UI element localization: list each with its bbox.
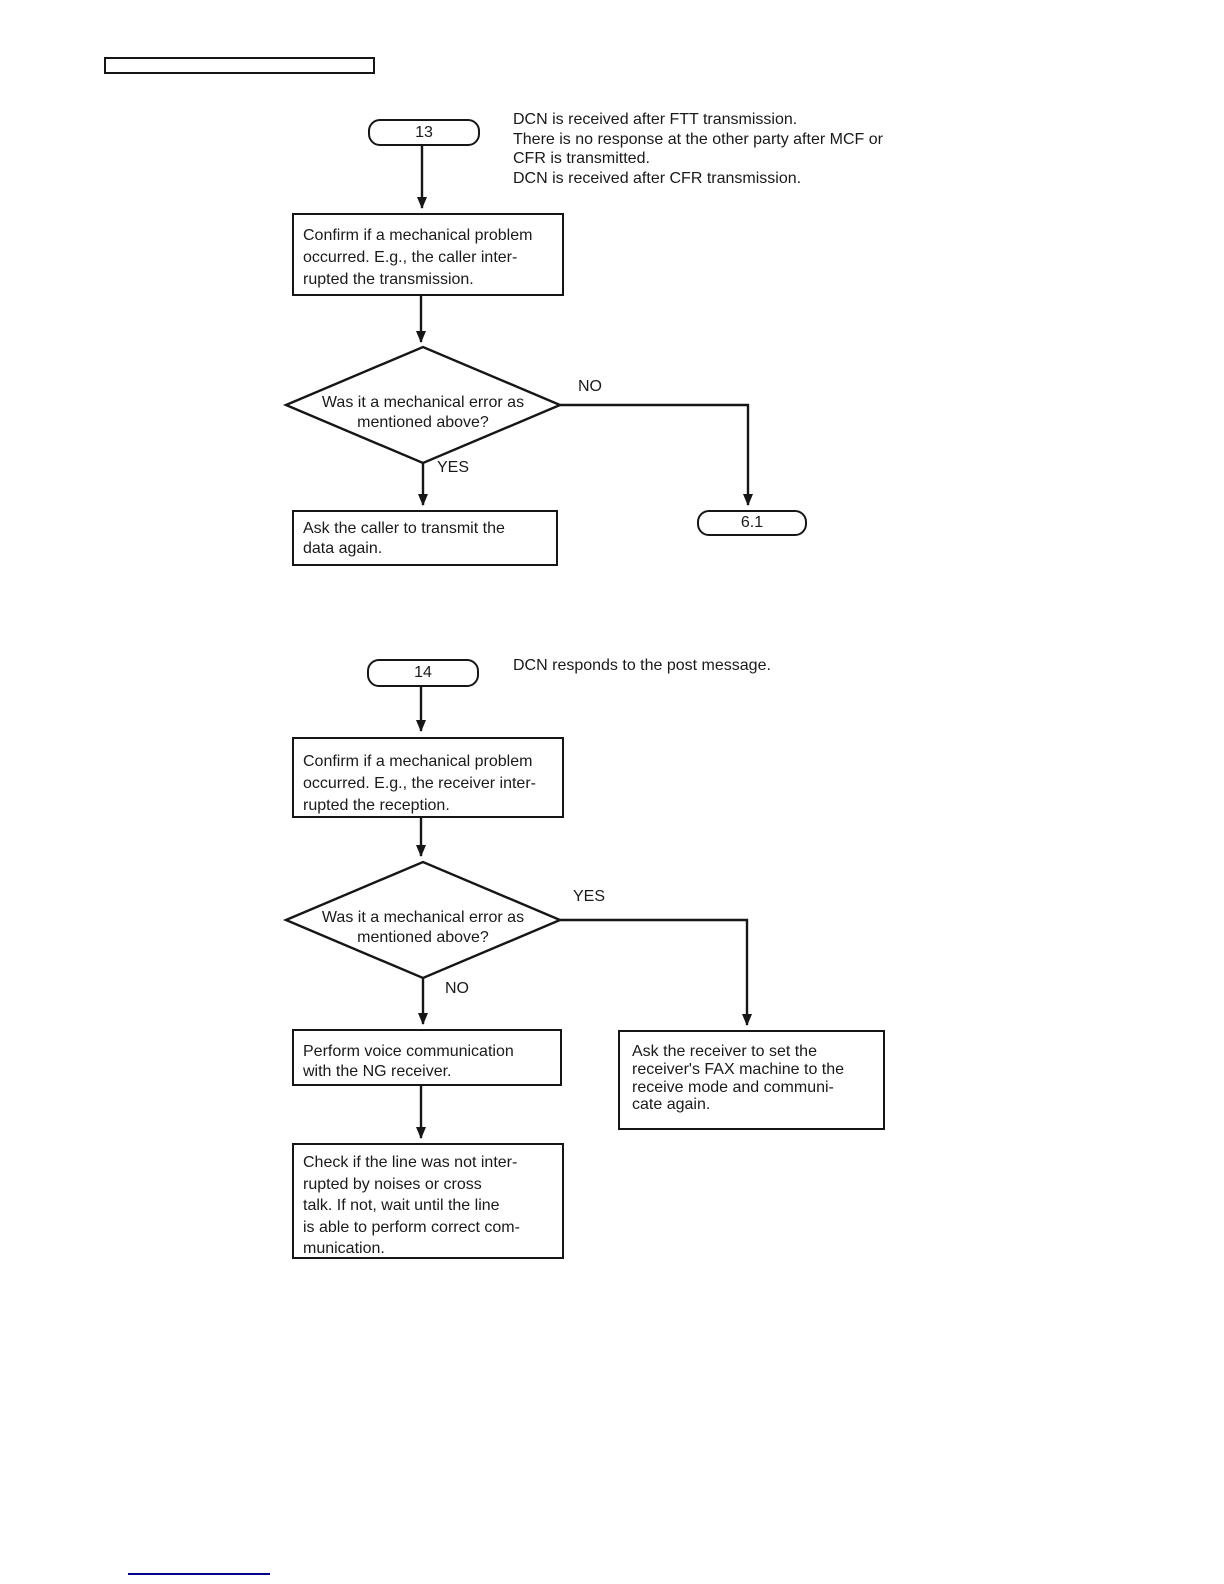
process-voice-communication: Perform voice communication with the NG …: [292, 1029, 562, 1086]
terminator-6-1: 6.1: [697, 510, 807, 536]
terminator-14-label: 14: [414, 664, 432, 681]
branch-label-no-14: NO: [445, 980, 469, 997]
process-ask-receiver: Ask the receiver to set the receiver's F…: [618, 1030, 885, 1130]
decision-text-14: Was it a mechanical error as mentioned a…: [321, 909, 525, 946]
branch-label-yes-13: YES: [437, 459, 470, 476]
note-14: DCN responds to the post message.: [513, 657, 771, 674]
terminator-13-label: 13: [415, 123, 433, 141]
connector-yes-branch-14: [560, 918, 752, 1026]
note-13: DCN is received after FTT transmission. …: [513, 111, 883, 187]
link-underline[interactable]: [128, 1573, 270, 1575]
process-check-line: Check if the line was not inter- rupted …: [292, 1143, 564, 1259]
terminator-6-1-label: 6.1: [740, 514, 764, 531]
connector-no-branch-13: [560, 403, 753, 506]
branch-label-yes-14: YES: [573, 888, 606, 905]
branch-label-no-13: NO: [578, 378, 602, 395]
terminator-13: 13: [368, 119, 480, 146]
process-confirm-caller: Confirm if a mechanical problem occurred…: [292, 213, 564, 296]
decision-text-13: Was it a mechanical error as mentioned a…: [321, 394, 525, 431]
terminator-14: 14: [367, 659, 479, 687]
process-confirm-receiver: Confirm if a mechanical problem occurred…: [292, 737, 564, 818]
process-ask-caller: Ask the caller to transmit the data agai…: [292, 510, 558, 566]
header-box: [104, 57, 375, 74]
